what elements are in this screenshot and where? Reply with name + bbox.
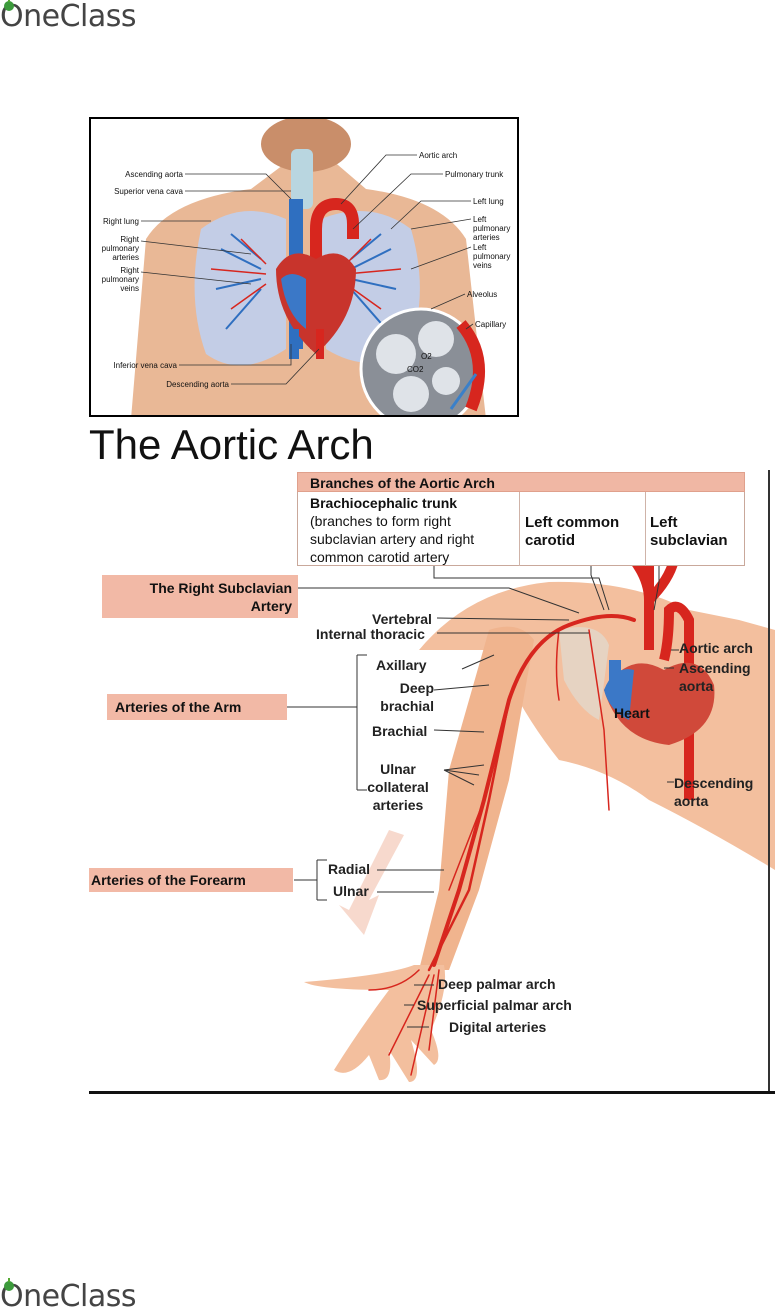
label-right-lung: Right lung (102, 217, 139, 226)
label-brachial: Brachial (372, 723, 428, 739)
label-aortic-arch: Aortic arch (679, 640, 753, 656)
box-right-subclavian: The Right Subclavian Artery (102, 575, 298, 618)
label-inferior-vena-cava: Inferior vena cava (113, 361, 177, 370)
label-deep-brachial: Deep brachial (380, 680, 434, 714)
label-ascending-aorta: Ascending aorta (679, 660, 751, 694)
label-co2: CO2 (407, 365, 424, 374)
cell-left-common-carotid: Left common carotid (525, 514, 620, 549)
pulmonary-circulation-figure: Ascending aorta Superior vena cava Right… (89, 117, 519, 417)
label-superior-vena-cava: Superior vena cava (114, 187, 183, 196)
label-axillary: Axillary (376, 657, 427, 673)
column-divider (519, 492, 520, 566)
branches-table-header: Branches of the Aortic Arch (297, 472, 745, 492)
label-left-pulmonary-veins: Left pulmonary veins (473, 243, 511, 270)
label-digital-arteries: Digital arteries (449, 1019, 547, 1035)
branches-table-title: Branches of the Aortic Arch (310, 475, 495, 491)
label-right-pulmonary-veins: Right pulmonary veins (101, 266, 139, 293)
aortic-arch-figure (89, 470, 775, 1095)
label-capillary: Capillary (475, 320, 507, 329)
label-superficial-palmar-arch: Superficial palmar arch (417, 997, 572, 1013)
cell-brachiocephalic: Brachiocephalic trunk (branches to form … (310, 494, 515, 566)
label-ascending-aorta: Ascending aorta (125, 170, 183, 179)
label-heart: Heart (614, 705, 650, 721)
logo-text: OneClass (0, 1279, 137, 1314)
cell-left-subclavian: Left subclavian (650, 514, 728, 549)
label-ulnar-collateral: Ulnar collateral arteries (367, 761, 429, 813)
label-internal-thoracic: Internal thoracic (316, 626, 425, 642)
brachiocephalic-title: Brachiocephalic trunk (310, 495, 458, 511)
label-left-lung: Left lung (473, 197, 504, 206)
box-arteries-forearm: Arteries of the Forearm (89, 868, 293, 892)
oneclass-logo: OneClass (0, 0, 137, 34)
label-o2: O2 (421, 352, 432, 361)
column-divider (645, 492, 646, 566)
label-left-pulmonary-arteries: Left pulmonary arteries (473, 215, 511, 242)
box-arteries-arm: Arteries of the Arm (107, 694, 287, 720)
label-alveolus: Alveolus (467, 290, 498, 299)
label-pulmonary-trunk: Pulmonary trunk (445, 170, 504, 179)
branches-table: Brachiocephalic trunk (branches to form … (297, 492, 745, 566)
label-vertebral: Vertebral (372, 611, 432, 627)
label-descending-aorta: Descending aorta (674, 775, 754, 809)
page-title: The Aortic Arch (89, 421, 374, 468)
apple-icon (4, 1278, 14, 1291)
figure-right-border (768, 470, 770, 1094)
apple-icon (4, 0, 14, 11)
figure-bottom-border (89, 1091, 775, 1094)
label-ulnar: Ulnar (333, 883, 369, 899)
label-deep-palmar-arch: Deep palmar arch (438, 976, 556, 992)
oneclass-logo-footer: OneClass (0, 1278, 137, 1314)
label-descending-aorta: Descending aorta (166, 380, 229, 389)
label-radial: Radial (328, 861, 371, 877)
arm-illustration (284, 529, 775, 1082)
logo-text: OneClass (0, 0, 137, 34)
label-right-pulmonary-arteries: Right pulmonary arteries (101, 235, 139, 262)
pulmonary-illustration (131, 119, 486, 415)
brachiocephalic-text: (branches to form right subclavian arter… (310, 513, 475, 565)
label-aortic-arch: Aortic arch (419, 151, 458, 160)
